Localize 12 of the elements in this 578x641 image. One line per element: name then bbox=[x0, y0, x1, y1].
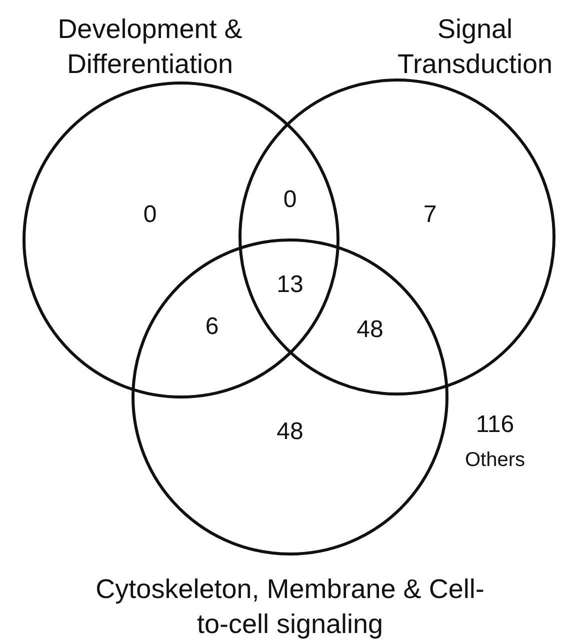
region-count: 7 bbox=[423, 203, 437, 227]
outside-count: 116 bbox=[476, 413, 514, 437]
set-title: Signal Transduction bbox=[396, 13, 554, 81]
set-title: Cytoskeleton, Membrane & Cell-to-cell signaling bbox=[95, 573, 485, 641]
set-title: Development & Differentiation bbox=[56, 13, 244, 81]
outside-label: Others bbox=[464, 450, 526, 470]
region-count: 48 bbox=[356, 318, 384, 342]
region-count: 13 bbox=[276, 273, 304, 297]
region-count: 0 bbox=[283, 188, 297, 212]
region-count: 0 bbox=[143, 203, 157, 227]
region-count: 48 bbox=[276, 420, 304, 444]
region-count: 6 bbox=[205, 315, 219, 339]
